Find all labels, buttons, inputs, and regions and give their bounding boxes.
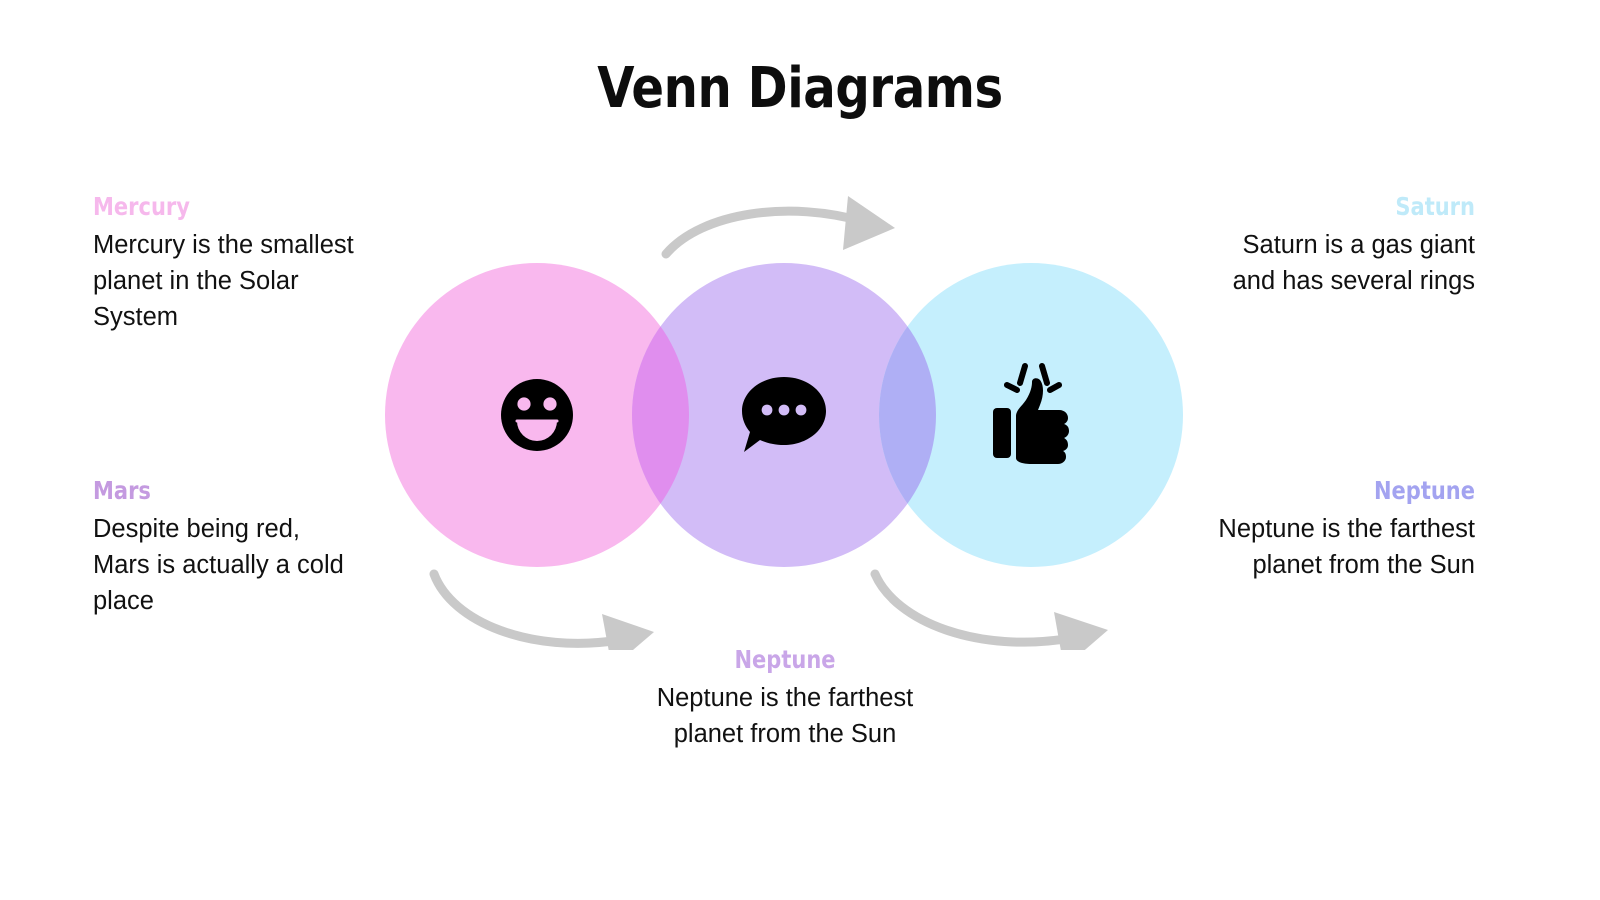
heading-neptune-right: Neptune bbox=[1373, 476, 1475, 505]
body-neptune-bottom: Neptune is the farthest planet from the … bbox=[656, 683, 914, 748]
body-mars: Despite being red, Mars is actually a co… bbox=[93, 514, 344, 615]
heading-mercury: Mercury bbox=[93, 192, 190, 221]
page-title: Venn Diagrams bbox=[597, 56, 1003, 121]
heading-neptune-bottom: Neptune bbox=[734, 645, 836, 674]
heading-mars: Mars bbox=[93, 476, 151, 505]
body-neptune-right: Neptune is the farthest planet from the … bbox=[1218, 514, 1475, 579]
text-block-mars: Mars Despite being red, Mars is actually… bbox=[93, 477, 363, 619]
text-block-saturn: Saturn Saturn is a gas giant and has sev… bbox=[1205, 193, 1475, 299]
heading-saturn: Saturn bbox=[1395, 192, 1475, 221]
speech-bubble-icon bbox=[742, 377, 826, 452]
text-block-mercury: Mercury Mercury is the smallest planet i… bbox=[93, 193, 363, 335]
text-block-neptune-bottom: Neptune Neptune is the farthest planet f… bbox=[620, 646, 950, 752]
body-saturn: Saturn is a gas giant and has several ri… bbox=[1232, 230, 1475, 295]
body-mercury: Mercury is the smallest planet in the So… bbox=[93, 230, 354, 331]
thumbs-up-icon bbox=[993, 363, 1069, 464]
arrow-bottom-left bbox=[429, 569, 654, 650]
arrow-bottom-right bbox=[870, 569, 1108, 650]
smiley-face-icon bbox=[501, 379, 573, 451]
venn-diagram bbox=[330, 180, 1270, 650]
text-block-neptune-right: Neptune Neptune is the farthest planet f… bbox=[1205, 477, 1475, 583]
arrow-top-center bbox=[661, 196, 895, 259]
